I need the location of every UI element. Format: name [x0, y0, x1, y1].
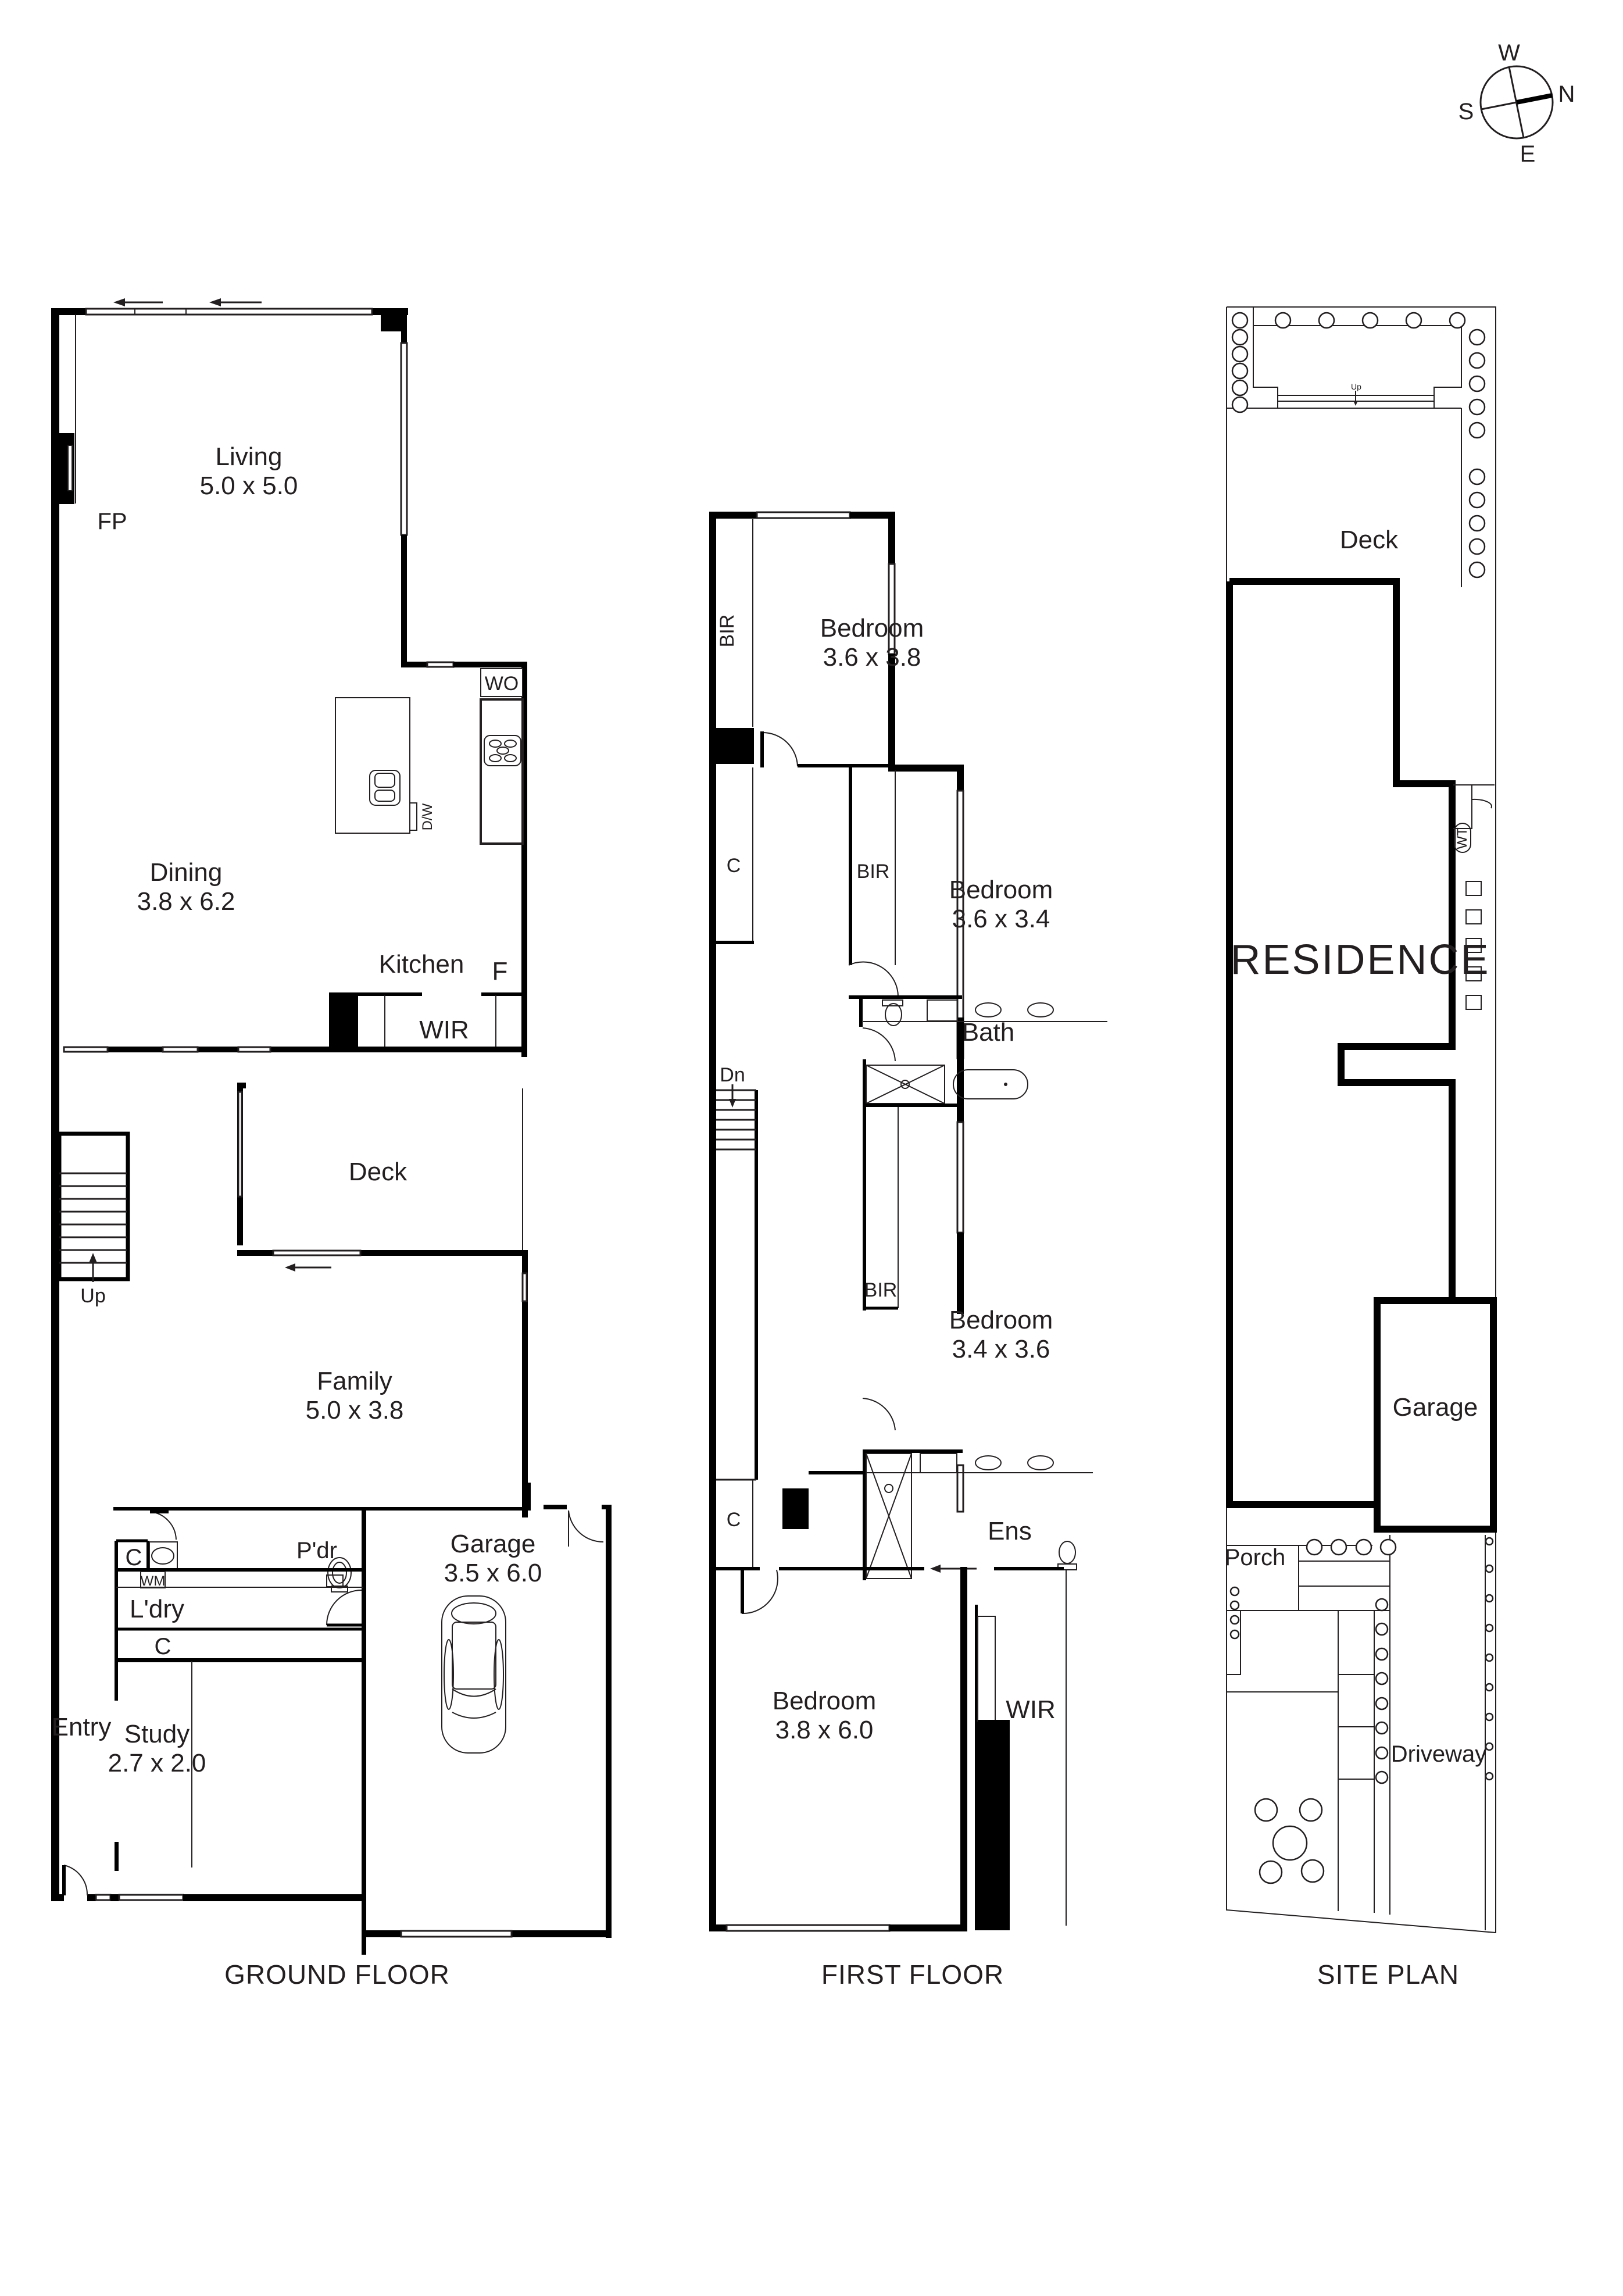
dishwasher-label: D/W — [420, 803, 435, 830]
bedroom-3-label: Bedroom — [949, 1306, 1053, 1334]
laundry-label: L'dry — [130, 1595, 184, 1623]
fireplace-label: FP — [97, 509, 127, 534]
door-swing — [762, 732, 798, 767]
wir-label: WIR — [1006, 1695, 1056, 1724]
compass-east-label: E — [1520, 141, 1536, 167]
bedroom-1-size: 3.6 x 3.8 — [823, 643, 921, 672]
family-room-size: 5.0 x 3.8 — [306, 1396, 404, 1424]
garage-door-swing — [568, 1510, 604, 1543]
compass-south-label: S — [1458, 99, 1474, 124]
car-icon — [441, 1595, 506, 1754]
washing-machine — [140, 1571, 166, 1588]
fridge-label: F — [492, 957, 508, 985]
bedroom-3-size: 3.4 x 3.6 — [952, 1335, 1050, 1363]
water-tank — [1454, 823, 1471, 853]
bedroom-window — [725, 1924, 891, 1932]
north-arrow-icon — [1516, 93, 1553, 105]
compass-circle-icon — [1479, 65, 1554, 140]
kitchen-label: Kitchen — [379, 950, 464, 979]
stairs-up-label: Up — [80, 1285, 105, 1307]
site-plan-title: SITE PLAN — [1317, 1959, 1459, 1990]
dining-room-label: Dining — [150, 858, 223, 887]
wall-oven — [480, 668, 523, 697]
window — [400, 342, 408, 536]
bedroom-4-label: Bedroom — [773, 1687, 877, 1715]
first-floor-title: FIRST FLOOR — [821, 1959, 1004, 1990]
residence-label: RESIDENCE — [1230, 937, 1490, 983]
shrub-icons — [1229, 312, 1494, 1884]
shower-icon — [866, 1453, 912, 1579]
shower-icon — [866, 1065, 945, 1104]
vanity — [927, 999, 958, 1022]
compass-west-label: W — [1498, 40, 1520, 66]
bedroom-1-label: Bedroom — [820, 614, 924, 642]
wir-label: WIR — [419, 1016, 469, 1044]
ground-floor-stairs: Up — [57, 1131, 130, 1307]
water-tank-label: WT — [1454, 827, 1470, 849]
bedroom-2-size: 3.6 x 3.4 — [952, 905, 1050, 933]
study-size: 2.7 x 2.0 — [108, 1749, 206, 1777]
site-deck-label: Deck — [1340, 526, 1399, 554]
wall-oven-label: WO — [485, 673, 519, 695]
driveway-label: Driveway — [1391, 1741, 1486, 1767]
site-plan: Up Deck RESIDENCE WT Garage Porch — [1225, 306, 1497, 1990]
stairs-down-label: Dn — [720, 1064, 745, 1086]
dishwasher — [409, 802, 417, 831]
bathtub-icon — [953, 1069, 1028, 1099]
family-room-label: Family — [317, 1367, 392, 1395]
cupboard-2-label: C — [155, 1634, 171, 1659]
compass-north-label: N — [1558, 81, 1575, 107]
first-floor-plan: BIR Bedroom 3.6 x 3.8 C BIR Bedroom 3.6 … — [709, 511, 1107, 1990]
deck-label: Deck — [349, 1158, 407, 1186]
living-room-size: 5.0 x 5.0 — [200, 472, 298, 500]
kitchen-island — [335, 697, 410, 834]
cupboard-1-label: C — [727, 855, 741, 877]
cupboard-2-label: C — [727, 1509, 741, 1531]
bir-1-label: BIR — [716, 615, 738, 648]
bir-3-label: BIR — [864, 1279, 898, 1301]
bir-2-label: BIR — [857, 860, 890, 883]
ground-floor-plan: FP Living 5.0 x 5.0 WO D/W Kit — [51, 298, 612, 1990]
garage-label: Garage — [451, 1530, 536, 1558]
first-floor-stairs: Dn — [716, 1064, 758, 1481]
entry-door-swing — [63, 1865, 88, 1896]
living-room-label: Living — [216, 442, 283, 471]
deck-sliding-door — [272, 1249, 362, 1256]
compass-rose: W N S E — [1458, 40, 1575, 167]
cupboard-1-label: C — [126, 1545, 142, 1570]
site-garage — [1374, 1297, 1497, 1533]
sliding-door — [85, 308, 373, 316]
ground-floor-title: GROUND FLOOR — [224, 1959, 450, 1990]
toilet-icon — [882, 999, 903, 1026]
bedroom-4-size: 3.8 x 6.0 — [775, 1716, 874, 1744]
garage-door — [400, 1930, 513, 1938]
study-window — [118, 1894, 184, 1901]
door-swing — [741, 1569, 778, 1615]
bath-label: Bath — [962, 1018, 1015, 1047]
laundry-trough — [326, 1574, 344, 1587]
entry-label: Entry — [52, 1713, 112, 1741]
ensuite-label: Ens — [988, 1517, 1032, 1545]
study-label: Study — [124, 1720, 190, 1748]
site-garage-label: Garage — [1393, 1393, 1478, 1422]
dining-room-size: 3.8 x 6.2 — [137, 887, 235, 916]
window — [756, 511, 851, 519]
washing-machine-label: WM — [141, 1573, 166, 1589]
powder-room-label: P'dr — [296, 1538, 337, 1563]
bedroom-2-label: Bedroom — [949, 876, 1053, 904]
garage-size: 3.5 x 6.0 — [444, 1559, 542, 1587]
residence-outline — [1229, 578, 1456, 1298]
kitchen-bench — [480, 698, 524, 845]
toilet-icon — [1057, 1541, 1077, 1570]
cooktop-icon — [484, 735, 521, 766]
sink-icon — [369, 770, 401, 806]
vanity — [149, 1541, 178, 1570]
porch-label: Porch — [1225, 1545, 1286, 1570]
site-steps-label: Up — [1351, 382, 1361, 391]
